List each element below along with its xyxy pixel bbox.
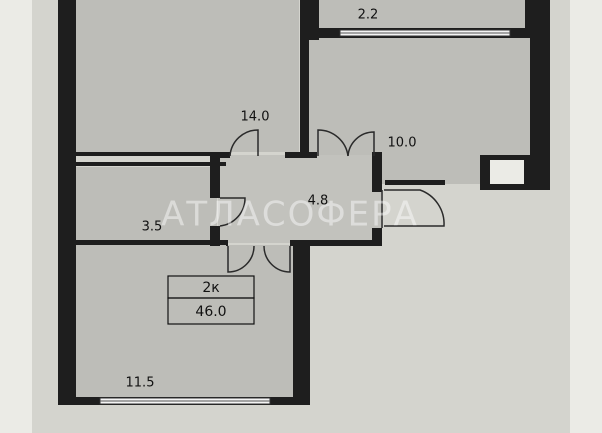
window-bottom [99, 397, 271, 405]
room-fill-bottom [66, 245, 300, 397]
room-area-small: 3.5 [142, 220, 163, 235]
room-fill-left-big [66, 0, 299, 152]
room-area-top-right: 2.2 [358, 8, 379, 23]
window-top [339, 29, 511, 37]
closet-niche [490, 160, 524, 184]
door-swings [219, 129, 445, 273]
room-area-left-big: 14.0 [241, 110, 270, 125]
summary-box: 2к 46.0 [167, 275, 255, 325]
room-area-bottom: 11.5 [126, 376, 155, 391]
walls [58, 0, 550, 405]
room-area-right: 10.0 [388, 136, 417, 151]
rooms-count: 2к [202, 280, 219, 296]
room-area-hall: 4.8 [308, 194, 329, 209]
total-area: 46.0 [195, 304, 226, 320]
room-fill-small [66, 167, 217, 243]
watermark: АТЛАСОФЕРА [161, 195, 419, 235]
room-fill-top-right [318, 0, 530, 30]
